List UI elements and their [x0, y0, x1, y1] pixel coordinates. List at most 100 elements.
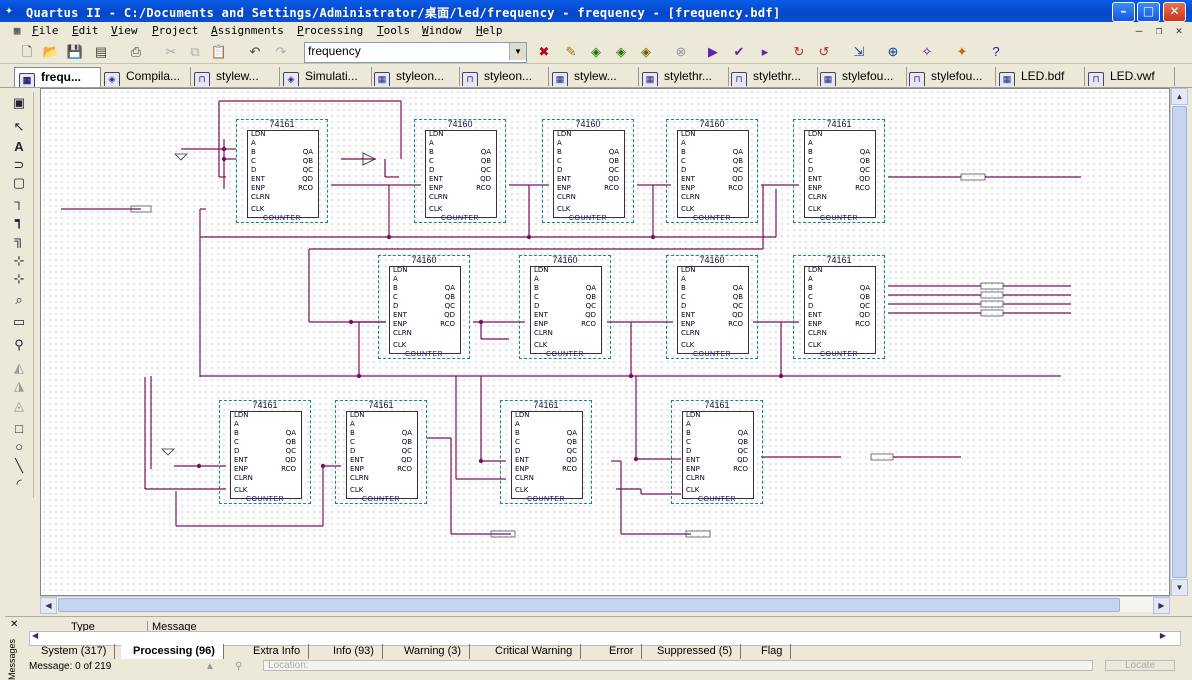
horizontal-scroll-thumb[interactable] — [58, 598, 1120, 612]
open-folder-icon[interactable]: 📂 — [42, 44, 60, 59]
selection-tool-icon[interactable]: ↖ — [13, 119, 25, 134]
vertical-scroll-thumb[interactable] — [1172, 106, 1187, 578]
horizontal-scrollbar[interactable]: ◀ ▶ — [40, 596, 1170, 614]
simulation-report-icon[interactable]: ↺ — [818, 44, 830, 59]
scroll-down-icon[interactable]: ▼ — [1171, 579, 1188, 596]
tab-error[interactable]: Error — [597, 644, 643, 659]
msg-scroll-right-icon[interactable]: ▶ — [1159, 631, 1166, 640]
quartus-app-icon[interactable]: ✦ — [5, 3, 13, 18]
floorplan-icon[interactable]: ◈ — [616, 44, 626, 59]
megawizard-icon[interactable]: ✦ — [956, 44, 968, 59]
menu-view[interactable]: View — [111, 24, 138, 37]
tab-stylefou-2[interactable]: ⊓stylefou... — [905, 67, 996, 86]
tab-stylefou-1[interactable]: ▦stylefou... — [816, 67, 907, 86]
flip-horizontal-icon[interactable]: ◭ — [14, 360, 24, 375]
flip-vertical-icon[interactable]: ◮ — [14, 378, 24, 393]
menu-project[interactable]: Project — [152, 24, 199, 37]
rectangle-tool-icon[interactable]: □ — [15, 421, 23, 436]
block-tool-icon[interactable]: ▢ — [12, 175, 26, 190]
tab-critical-warning[interactable]: Critical Warning — [483, 644, 582, 659]
orthogonal-node-tool-icon[interactable]: ┐ — [14, 194, 24, 209]
pin-planner-icon[interactable]: ✎ — [565, 44, 577, 59]
start-compilation-icon[interactable]: ▶ — [708, 44, 718, 59]
tab-warning[interactable]: Warning (3) — [392, 644, 471, 659]
save-icon[interactable]: 💾 — [66, 44, 84, 59]
tab-flag[interactable]: Flag — [749, 644, 792, 659]
symbol-tool-icon[interactable]: ⊃ — [13, 157, 25, 172]
assignment-editor-icon[interactable]: ◈ — [641, 44, 651, 59]
timing-icon[interactable]: ▸ — [761, 44, 769, 59]
scroll-right-icon[interactable]: ▶ — [1153, 597, 1170, 614]
close-button[interactable]: ✕ — [1163, 2, 1186, 22]
messages-close-icon[interactable]: ✕ — [10, 619, 19, 630]
chip-planner-icon[interactable]: ◈ — [591, 44, 601, 59]
text-tool-icon[interactable]: A — [14, 139, 24, 154]
tab-suppressed[interactable]: Suppressed (5) — [645, 644, 742, 659]
prev-message-icon[interactable]: ▲ — [205, 661, 215, 672]
find-icon[interactable]: ⚲ — [14, 337, 24, 352]
scroll-up-icon[interactable]: ▲ — [1171, 88, 1188, 105]
rotate-icon[interactable]: ◬ — [14, 398, 24, 413]
tab-led-vwf[interactable]: ⊓LED.vwf — [1084, 67, 1175, 86]
chevron-down-icon[interactable]: ▼ — [509, 43, 526, 60]
menu-window[interactable]: Window — [422, 24, 462, 37]
tab-processing[interactable]: Processing (96) — [121, 644, 224, 659]
messages-list[interactable]: ◀ ▶ — [29, 631, 1181, 646]
analysis-icon[interactable]: ✔ — [733, 44, 745, 59]
tab-styleon-2[interactable]: ⊓styleon... — [458, 67, 549, 86]
vertical-scrollbar[interactable]: ▲ ▼ — [1170, 88, 1188, 596]
tab-system[interactable]: System (317) — [29, 644, 116, 659]
locate-button[interactable]: Locate — [1105, 660, 1175, 671]
new-file-icon[interactable]: 🗋 — [21, 44, 33, 59]
dock-icon[interactable]: ▣ — [12, 95, 26, 110]
oval-tool-icon[interactable]: ○ — [15, 439, 23, 454]
arc-tool-icon[interactable]: ◜ — [16, 476, 22, 491]
orthogonal-bus-tool-icon[interactable]: ┑ — [15, 213, 23, 228]
menu-tools[interactable]: Tools — [377, 24, 411, 37]
zoom-tool-icon[interactable]: ⌕ — [15, 292, 23, 307]
tab-extra-info[interactable]: Extra Info — [241, 644, 310, 659]
tab-frequency-bdf[interactable]: ▦frequ... — [14, 67, 101, 87]
menu-assignments[interactable]: Assignments — [211, 24, 284, 37]
document-icon[interactable]: ▦ — [13, 24, 21, 37]
location-field[interactable]: Location: — [263, 660, 1093, 671]
mdi-minimize-button[interactable]: – — [1135, 24, 1143, 37]
tab-simulation-report[interactable]: ◈Simulati... — [279, 67, 372, 86]
tab-compilation-report[interactable]: ◈Compila... — [100, 67, 191, 86]
undo-icon[interactable]: ↶ — [249, 44, 261, 59]
print-icon[interactable]: ⎙ — [130, 44, 142, 59]
simulation-icon[interactable]: ↻ — [793, 44, 805, 59]
rtl-viewer-icon[interactable]: ⊕ — [887, 44, 899, 59]
cut-icon[interactable]: ✂ — [165, 44, 177, 59]
conduit-tool-icon[interactable]: ╗ — [14, 232, 24, 247]
next-message-icon[interactable]: ⚲ — [235, 661, 243, 672]
stop-icon[interactable]: ⊗ — [675, 44, 687, 59]
help-icon[interactable]: ? — [992, 44, 1000, 59]
programmer-icon[interactable]: ⇲ — [853, 44, 865, 59]
tab-stylethr-2[interactable]: ⊓stylethr... — [727, 67, 818, 86]
copy-icon[interactable]: ⧉ — [190, 44, 200, 59]
tab-info[interactable]: Info (93) — [321, 644, 383, 659]
maximize-button[interactable]: □ — [1137, 2, 1160, 22]
tab-styleon-1[interactable]: ▦styleon... — [370, 67, 460, 86]
msg-scroll-left-icon[interactable]: ◀ — [32, 631, 39, 640]
partial-line-selection-icon[interactable]: ⊹ — [13, 271, 25, 286]
minimize-button[interactable]: – — [1112, 2, 1135, 22]
paste-icon[interactable]: 📋 — [210, 44, 228, 59]
menu-processing[interactable]: Processing — [297, 24, 364, 37]
rubberbanding-icon[interactable]: ⊹ — [13, 253, 25, 268]
mdi-close-button[interactable]: ✕ — [1175, 24, 1183, 37]
column-type[interactable]: Type — [71, 621, 95, 633]
tab-stylethr-1[interactable]: ▦stylethr... — [638, 67, 729, 86]
